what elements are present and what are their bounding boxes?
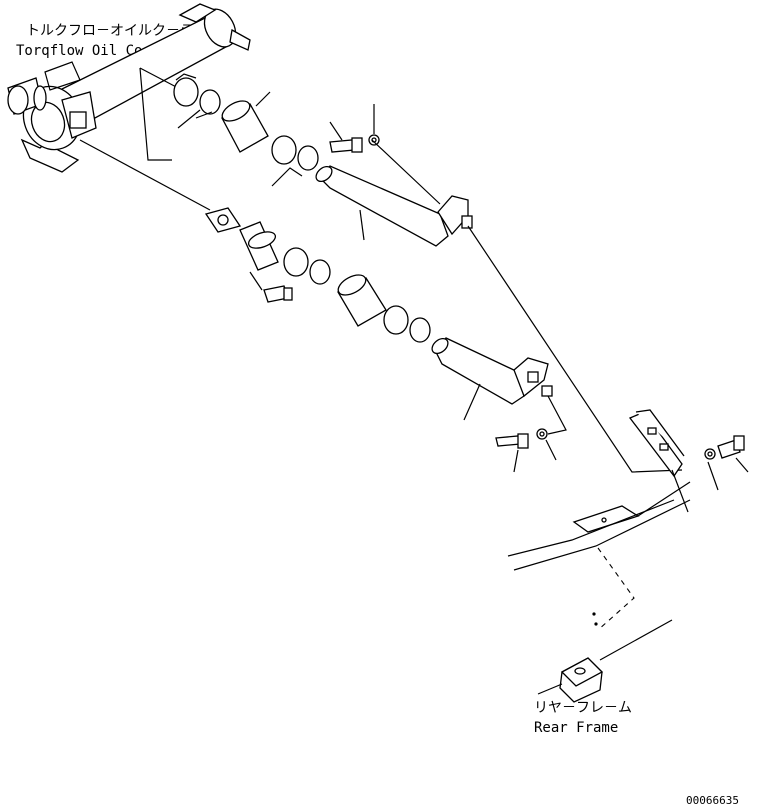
lower-flange-bolt xyxy=(249,271,293,303)
frame-hidden-line xyxy=(597,547,635,631)
bracket-washer xyxy=(704,448,719,491)
upper-clamp-pair-1 xyxy=(173,73,221,129)
gasket xyxy=(204,207,242,233)
cooler-leader-inlet xyxy=(79,139,211,211)
cooler-label-jp: トルクフロ－オイルク－ラ xyxy=(26,23,194,39)
rear-frame-block xyxy=(537,619,673,703)
lower-bolt xyxy=(495,433,529,473)
upper-washer xyxy=(368,104,380,146)
lower-washer xyxy=(536,428,557,461)
lower-pipe-leader xyxy=(547,395,567,435)
upper-clamp-pair-2 xyxy=(271,135,319,187)
lower-hose xyxy=(337,274,387,327)
support-bracket xyxy=(628,409,689,513)
upper-hose xyxy=(221,91,271,153)
frame-points xyxy=(592,612,598,626)
upper-to-bracket-leader xyxy=(371,139,683,473)
bracket-bolt xyxy=(717,435,749,473)
oil-cooler xyxy=(7,3,251,173)
rear-frame-plate xyxy=(507,481,691,571)
pipe-elbow-flange xyxy=(239,221,279,271)
frame-label-jp: リヤ－フレ－ム xyxy=(534,700,632,716)
frame-label-en: Rear Frame xyxy=(534,720,618,736)
lower-clamp-pair-1 xyxy=(283,247,331,285)
upper-bolt xyxy=(329,121,363,153)
upper-pipe xyxy=(315,165,473,247)
lower-clamp-pair-2 xyxy=(383,305,431,343)
drawing-number: 00066635 xyxy=(686,794,739,806)
lower-pipe xyxy=(431,337,553,421)
